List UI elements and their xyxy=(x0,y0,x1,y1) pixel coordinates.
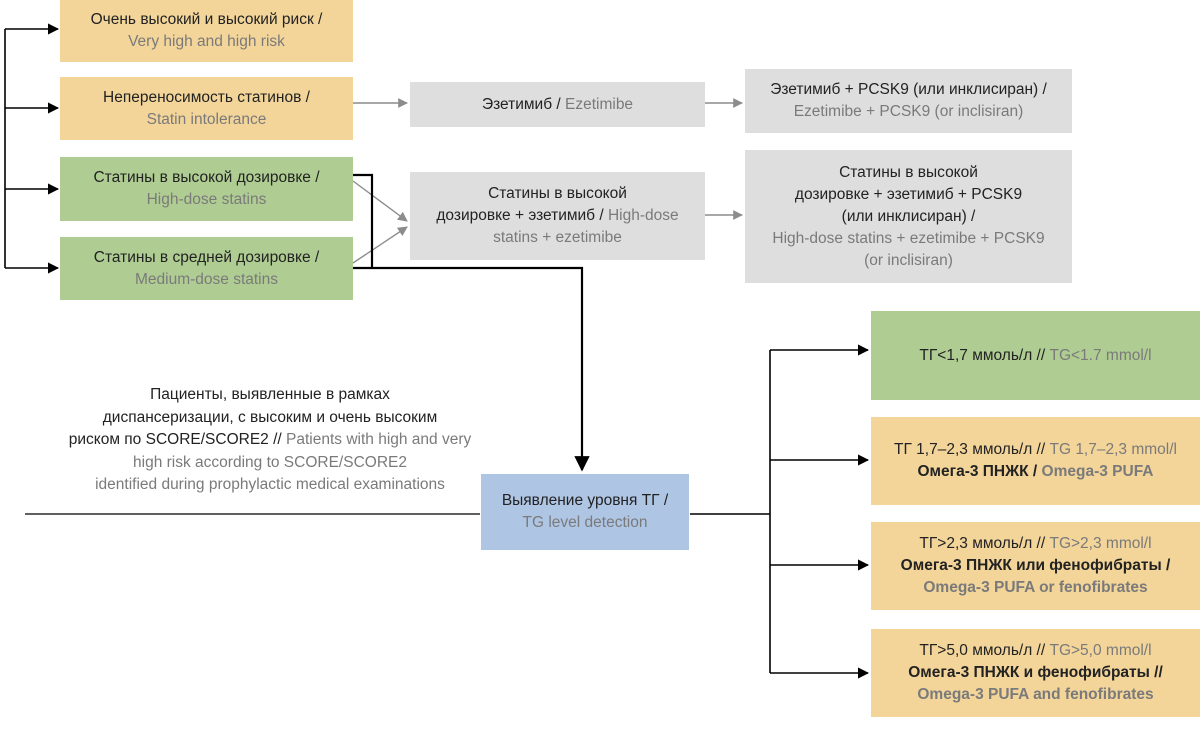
ezetimibe-pcsk9-box: Эзетимиб + PCSK9 (или инклисиран) / Ezet… xyxy=(745,69,1072,133)
statins-ezetimibe-ru-1: Статины в высокой xyxy=(488,185,627,202)
grey-escalation-arrows xyxy=(352,98,743,264)
ezetimibe-en: Ezetimibe xyxy=(565,95,634,113)
tg-low-ru: ТГ<1,7 ммоль/л // xyxy=(919,346,1046,364)
statins-ezetimibe-pcsk9-box: Статины в высокой дозировке + эзетимиб +… xyxy=(745,150,1072,283)
tg-high-ru: ТГ>2,3 ммоль/л // xyxy=(919,535,1046,552)
medium-dose-en: Medium-dose statins xyxy=(134,270,278,288)
tg-very-high-rx-en: Omega-3 PUFA and fenofibrates xyxy=(917,686,1154,703)
tg-high-en: TG>2,3 mmol/l xyxy=(1049,535,1152,552)
medium-dose-statins-box: Статины в средней дозировке / Medium-dos… xyxy=(60,237,353,300)
ezetimibe-pcsk9-en: Ezetimibe + PCSK9 (or inclisiran) xyxy=(793,103,1024,120)
tg-detection-ru: Выявление уровня ТГ / xyxy=(501,492,669,509)
patients-ru-3: риском по SCORE/SCORE2 // xyxy=(68,431,282,448)
intolerance-ru: Непереносимость статинов / xyxy=(103,88,310,106)
medium-dose-ru: Статины в средней дозировке / xyxy=(93,248,320,266)
statins-ezetimibe-en-2: High-dose xyxy=(607,207,679,224)
patients-ru-2: диспансеризации, с высоким и очень высок… xyxy=(102,408,438,426)
statins-ezetimibe-en-3: statins + ezetimibe xyxy=(493,229,622,246)
tg-mid-ru: ТГ 1,7–2,3 ммоль/л // xyxy=(894,441,1046,458)
patients-en-4: high risk according to SCORE/SCORE2 xyxy=(133,453,407,471)
high-dose-statins-box: Статины в высокой дозировке / High-dose … xyxy=(60,157,353,221)
tg-detection-en: TG level detection xyxy=(522,514,648,531)
statins-ezetimibe-box: Статины в высокой дозировке + эзетимиб /… xyxy=(410,172,705,260)
tg-mid-rx-ru: Омега-3 ПНЖК / xyxy=(917,463,1038,480)
ezetimibe-pcsk9-ru: Эзетимиб + PCSK9 (или инклисиран) / xyxy=(770,81,1047,98)
tg-mid-rx-en: Omega-3 PUFA xyxy=(1041,463,1154,480)
tg-level-connectors xyxy=(690,344,870,679)
patients-ru-1: Пациенты, выявленные в рамках xyxy=(150,386,390,403)
tg-very-high-ru: ТГ>5,0 ммоль/л // xyxy=(919,642,1046,659)
sep-ru-1: Статины в высокой xyxy=(839,163,978,181)
ezetimibe-box: Эзетимиб / Ezetimibe xyxy=(410,82,705,127)
tg-low-en: TG<1.7 mmol/l xyxy=(1049,346,1152,364)
tg-high-box: ТГ>2,3 ммоль/л // TG>2,3 mmol/l Омега-3 … xyxy=(871,522,1200,610)
statin-intolerance-box: Непереносимость статинов / Statin intole… xyxy=(60,77,353,140)
patients-en-5: identified during prophylactic medical e… xyxy=(95,476,445,493)
tg-very-high-en: TG>5,0 mmol/l xyxy=(1049,642,1152,659)
left-bracket-connectors xyxy=(4,23,60,274)
tg-low-box: ТГ<1,7 ммоль/л // TG<1.7 mmol/l xyxy=(871,311,1200,400)
risk-box: Очень высокий и высокий риск / Very high… xyxy=(60,0,353,62)
risk-ru: Очень высокий и высокий риск / xyxy=(90,11,323,28)
sep-ru-3: (или инклисиран) / xyxy=(841,207,976,225)
high-dose-ru: Статины в высокой дозировке / xyxy=(93,169,320,186)
tg-mid-box: ТГ 1,7–2,3 ммоль/л // TG 1,7–2,3 mmol/l … xyxy=(871,417,1200,505)
tg-detection-box: Выявление уровня ТГ / TG level detection xyxy=(481,474,689,550)
high-dose-en: High-dose statins xyxy=(146,191,267,208)
tg-high-rx-en: Omega-3 PUFA or fenofibrates xyxy=(923,579,1148,596)
tg-very-high-box: ТГ>5,0 ммоль/л // TG>5,0 mmol/l Омега-3 … xyxy=(871,629,1200,717)
tg-very-high-rx-ru: Омега-3 ПНЖК и фенофибраты // xyxy=(908,664,1163,681)
sep-ru-2: дозировке + эзетимиб + PCSK9 xyxy=(794,185,1023,203)
tg-mid-en: TG 1,7–2,3 mmol/l xyxy=(1049,441,1177,458)
statins-to-tg-connector xyxy=(353,173,590,472)
statins-ezetimibe-ru-2: дозировке + эзетимиб / xyxy=(436,207,604,224)
patients-description: Пациенты, выявленные в рамках диспансери… xyxy=(40,384,500,497)
risk-en: Very high and high risk xyxy=(128,33,285,50)
intolerance-en: Statin intolerance xyxy=(146,110,267,128)
sep-en-4: High-dose statins + ezetimibe + PCSK9 xyxy=(772,229,1045,247)
patients-en-3: Patients with high and very xyxy=(286,431,472,448)
ezetimibe-ru: Эзетимиб / xyxy=(481,95,561,113)
sep-en-5: (or inclisiran) xyxy=(864,251,953,269)
tg-high-rx-ru: Омега-3 ПНЖК или фенофибраты / xyxy=(900,557,1171,574)
